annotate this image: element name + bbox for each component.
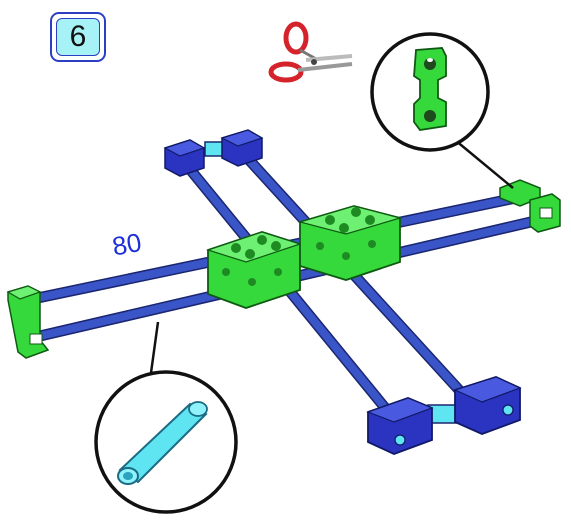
- green-connector-block-icon: [413, 47, 447, 131]
- scissors-icon: [268, 21, 353, 83]
- front-end-caps: [366, 376, 522, 455]
- rod-length-label: 80: [110, 226, 144, 262]
- step-badge-inner: 6: [56, 18, 100, 56]
- left-green-end-cap: [6, 285, 50, 359]
- step-badge: 6: [50, 12, 106, 62]
- cyan-tube-rod-icon: [117, 401, 208, 485]
- back-end-caps: [163, 129, 264, 177]
- right-green-end-cap: [499, 179, 561, 233]
- rod-callout: [94, 321, 238, 514]
- center-connector-blocks: [206, 205, 403, 309]
- step-number: 6: [69, 20, 87, 53]
- connector-callout: [370, 32, 514, 189]
